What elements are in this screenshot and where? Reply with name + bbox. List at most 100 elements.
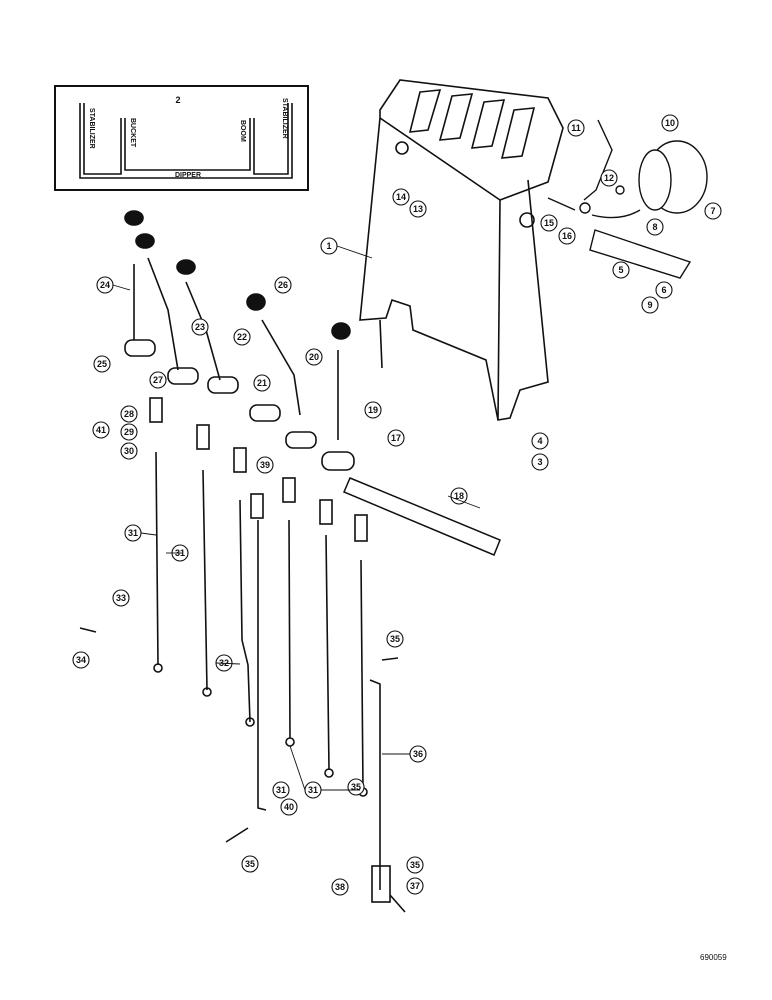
callout: 28: [120, 405, 138, 423]
knob: [246, 293, 266, 311]
callout: 25: [93, 355, 111, 373]
decal-number: 2: [175, 95, 180, 105]
callout: 31: [124, 524, 142, 542]
svg-text:34: 34: [76, 655, 86, 665]
control-levers: [124, 210, 355, 471]
decal-boom-label: BOOM: [239, 120, 246, 142]
callout: 18: [450, 487, 468, 505]
decal-right-label: STABILIZER: [281, 98, 288, 139]
svg-text:35: 35: [410, 860, 420, 870]
callout: 19: [364, 401, 382, 419]
svg-text:11: 11: [571, 123, 581, 133]
callout: 24: [96, 276, 114, 294]
svg-text:6: 6: [661, 285, 666, 295]
callout: 41: [92, 421, 110, 439]
linkage-rods: [79, 397, 406, 913]
work-light-assembly: [547, 119, 708, 279]
svg-text:31: 31: [128, 528, 138, 538]
callout: 35: [241, 855, 259, 873]
svg-text:22: 22: [237, 332, 247, 342]
svg-text:5: 5: [618, 265, 623, 275]
svg-text:13: 13: [413, 204, 423, 214]
callout: 33: [112, 589, 130, 607]
svg-text:17: 17: [391, 433, 401, 443]
callout: 40: [280, 798, 298, 816]
callout: 17: [387, 429, 405, 447]
svg-text:31: 31: [308, 785, 318, 795]
callout: 36: [409, 745, 427, 763]
knob: [124, 210, 144, 226]
cross-shaft: [343, 477, 501, 556]
callout: 39: [256, 456, 274, 474]
svg-text:30: 30: [124, 446, 134, 456]
callout: 11: [567, 119, 585, 137]
callout: 12: [600, 169, 618, 187]
callout: 9: [641, 296, 659, 314]
callout: 6: [655, 281, 673, 299]
svg-text:3: 3: [537, 457, 542, 467]
svg-text:4: 4: [537, 436, 542, 446]
callout: 30: [120, 442, 138, 460]
callout: 4: [531, 432, 549, 450]
svg-text:41: 41: [96, 425, 106, 435]
svg-text:35: 35: [245, 859, 255, 869]
svg-text:29: 29: [124, 427, 134, 437]
callout: 34: [72, 651, 90, 669]
svg-text:1: 1: [326, 241, 331, 251]
svg-text:23: 23: [195, 322, 205, 332]
svg-text:18: 18: [454, 491, 464, 501]
svg-text:12: 12: [604, 173, 614, 183]
callout: 31: [272, 781, 290, 799]
console-stand: [359, 79, 564, 421]
svg-text:25: 25: [97, 359, 107, 369]
callout: 35: [347, 778, 365, 796]
callout: 38: [331, 878, 349, 896]
callout: 15: [540, 214, 558, 232]
svg-text:19: 19: [368, 405, 378, 415]
callout: 35: [406, 856, 424, 874]
svg-text:10: 10: [665, 118, 675, 128]
svg-text:28: 28: [124, 409, 134, 419]
callout: 31: [304, 781, 322, 799]
callout: 20: [305, 348, 323, 366]
svg-text:35: 35: [351, 782, 361, 792]
callout: 26: [274, 276, 292, 294]
svg-text:26: 26: [278, 280, 288, 290]
callout: 5: [612, 261, 630, 279]
callout: 35: [386, 630, 404, 648]
svg-text:39: 39: [260, 460, 270, 470]
svg-text:16: 16: [562, 231, 572, 241]
callout: 29: [120, 423, 138, 441]
callout: 23: [191, 318, 209, 336]
decal-left-label: STABILIZER: [88, 108, 95, 149]
callout: 21: [253, 374, 271, 392]
svg-text:33: 33: [116, 593, 126, 603]
svg-text:35: 35: [390, 634, 400, 644]
svg-text:7: 7: [710, 206, 715, 216]
knob: [135, 233, 155, 249]
callout-bubbles: 1 3 4 5 6 7 8 9 10 11 12 13 14 15 16 17 …: [72, 114, 722, 896]
knob: [331, 322, 351, 340]
svg-text:36: 36: [413, 749, 423, 759]
knob: [176, 259, 196, 275]
svg-text:27: 27: [153, 375, 163, 385]
svg-text:15: 15: [544, 218, 554, 228]
svg-text:37: 37: [410, 881, 420, 891]
svg-text:9: 9: [647, 300, 652, 310]
callout: 7: [704, 202, 722, 220]
svg-text:24: 24: [100, 280, 110, 290]
control-pattern-decal: 2 STABILIZER BUCKET BOOM STABILIZER DIPP…: [54, 85, 309, 191]
leader-lines: [112, 245, 481, 791]
callout: 27: [149, 371, 167, 389]
svg-text:21: 21: [257, 378, 267, 388]
svg-text:40: 40: [284, 802, 294, 812]
decal-bottom-label: DIPPER: [175, 172, 201, 179]
callout: 37: [406, 877, 424, 895]
callout: 1: [320, 237, 338, 255]
svg-text:8: 8: [652, 222, 657, 232]
callout: 22: [233, 328, 251, 346]
callout: 10: [661, 114, 679, 132]
callout: 16: [558, 227, 576, 245]
svg-text:31: 31: [276, 785, 286, 795]
drawing-reference-number: 690059: [700, 953, 727, 962]
